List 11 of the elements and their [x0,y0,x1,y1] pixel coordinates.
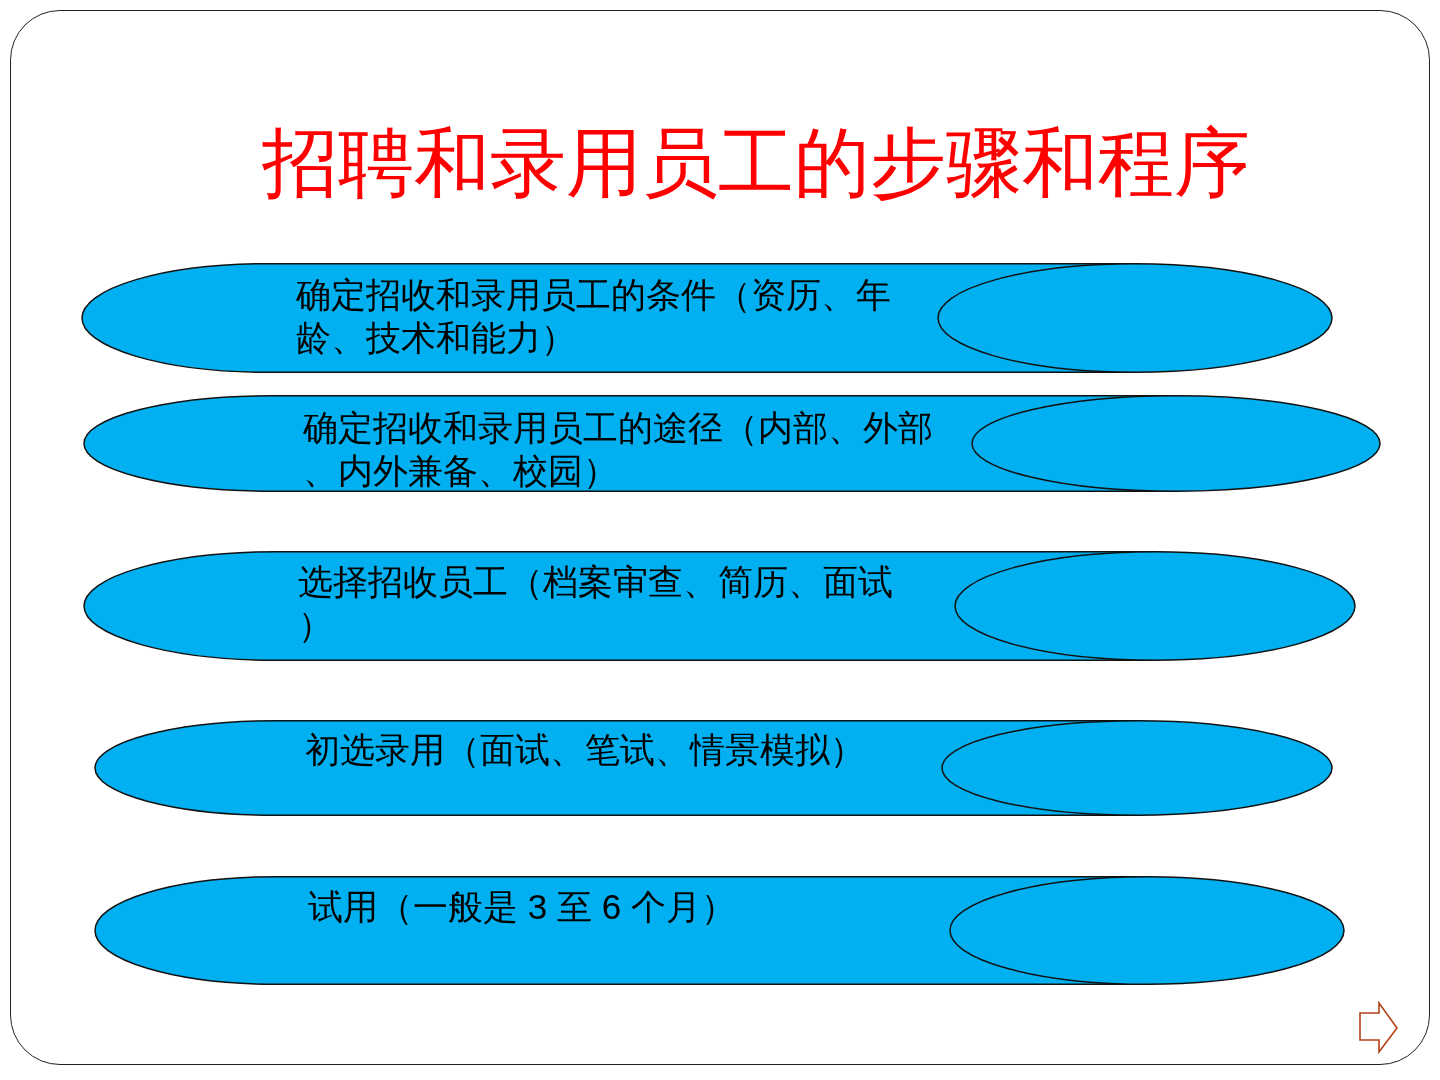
step-text: 试用（一般是 3 至 6 个月） [308,886,737,928]
slide-title: 招聘和录用员工的步骤和程序 [261,120,1251,207]
cylinder-shape [82,263,1332,373]
cylinder-shape [95,876,1344,985]
step-text: 初选录用（面试、笔试、情景模拟） [305,729,866,771]
cylinder-shape [95,720,1332,816]
cylinder-shape [84,551,1356,661]
step-text: 确定招收和录用员工的途径（内部、外部、内外兼备、校园） [303,407,934,492]
cylinder-shape [84,395,1380,492]
step-text: 选择招收员工（档案审查、简历、面试） [298,561,894,646]
step-text: 确定招收和录用员工的条件（资历、年龄、技术和能力） [296,274,892,359]
